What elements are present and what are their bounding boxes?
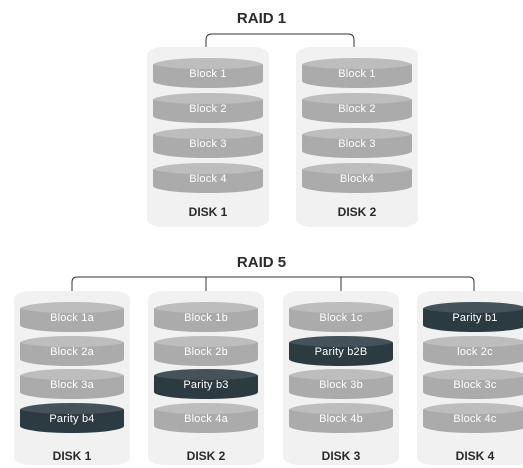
block-label: Block 1a [50,312,94,324]
data-block: Block 1b [154,302,258,332]
block-label: Block 2a [50,345,94,358]
disk-label: DISK 2 [186,449,226,463]
data-block: Block 3 [302,128,412,158]
block-label: Block 4b [319,412,363,425]
block-label: Block 2 [189,103,227,115]
block-label: Parity b4 [49,412,95,425]
block-label: Block 1 [189,68,227,80]
block-label: Block 3b [319,379,363,391]
raid5-title: RAID 5 [236,254,287,271]
data-block: Block 3 [153,128,263,158]
data-block: Block 2 [153,93,263,123]
data-block: Block 2 [302,93,412,123]
block-label: Block 3 [189,138,227,150]
data-block: Block 3c [423,369,523,399]
block-label: Parity b3 [183,379,229,391]
block-label: Block 3c [453,379,497,391]
parity-block: Parity b2B [289,335,393,366]
block-label: Block 4 [189,173,227,185]
parity-block: Parity b1 [423,302,523,332]
disk-label: DISK 1 [188,205,228,219]
data-block: Block 4b [289,402,393,433]
disk-label: DISK 2 [337,205,377,219]
data-block: Block 2a [20,335,124,366]
block-label: Block 2 [338,103,376,115]
raid5-disk-2: Block 1b Block 2b Parity b3 Block 4a DISK 2 [148,291,264,465]
block-label: Block 4c [453,412,497,425]
parity-block: Parity b4 [20,402,124,433]
data-block: Block 4c [423,402,523,433]
data-block: Block 4a [154,402,258,433]
block-label: Parity b2B [314,345,368,358]
raid5-disk-4: Parity b1 lock 2c Block 3c Block 4c DISK 4 [417,291,523,465]
raid5-disk-3: Block 1c Parity b2B Block 3b Block 4b DISK 3 [283,291,399,465]
data-block: Block 4 [153,163,263,193]
block-label: Block 2b [184,345,228,358]
raid1-disk-1: Block 1 Block 2 Block 3 Block 4 DISK 1 [147,47,269,227]
block-label: Block 1 [338,68,376,80]
data-block: Block 3b [289,369,393,399]
parity-block: Parity b3 [154,369,258,399]
raid5-connector-bar [71,276,475,296]
disk-label: DISK 3 [321,449,361,463]
block-label: Block 3a [50,379,94,391]
raid1-title: RAID 1 [236,10,287,27]
data-block: Block 1 [153,58,263,88]
raid5-disk-1: Block 1a Block 2a Block 3a Parity b4 DISK 1 [14,291,130,465]
block-label: Block 1b [184,312,228,324]
raid1-connector [205,33,355,52]
data-block: Block 1 [302,58,412,88]
block-label: Block4 [339,173,375,185]
disk-label: DISK 1 [52,449,92,463]
disk-label: DISK 4 [455,449,495,463]
block-label: Parity b1 [452,312,498,324]
block-label: lock 2c [457,345,493,358]
block-label: Block 4a [184,412,228,425]
data-block: Block 3a [20,369,124,399]
data-block: Block 2b [154,335,258,366]
block-label: Block 3 [338,138,376,150]
data-block: Block4 [302,163,412,193]
data-block: lock 2c [423,335,523,366]
data-block: Block 1c [289,302,393,332]
block-label: Block 1c [319,312,363,324]
data-block: Block 1a [20,302,124,332]
